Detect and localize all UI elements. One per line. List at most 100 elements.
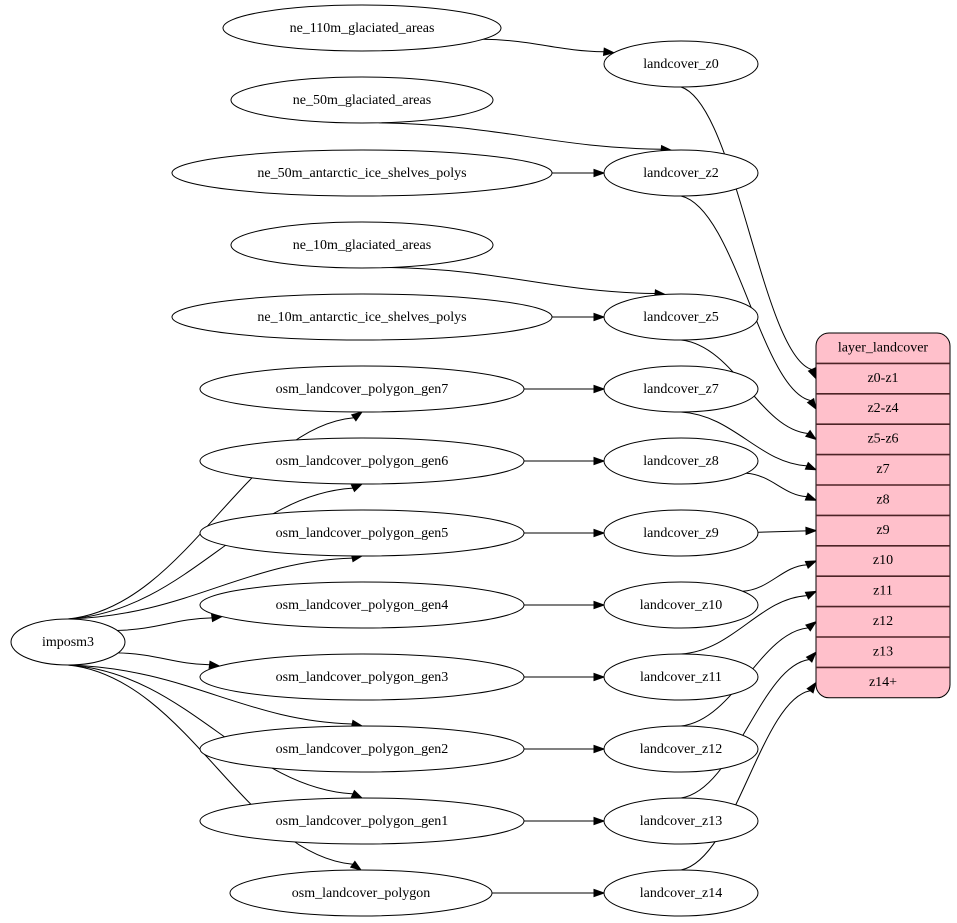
arrowhead-icon: [807, 367, 817, 380]
arrowhead-icon: [804, 461, 818, 471]
node-label-landcover_z10: landcover_z10: [640, 598, 722, 613]
node-shape-osm_landcover_polygon_gen3: [199, 653, 525, 701]
node-landcover_z11[interactable]: landcover_z11: [603, 653, 759, 701]
node-landcover_z5[interactable]: landcover_z5: [603, 293, 759, 341]
edge-imposm3-to-osm_landcover_polygon_gen7: [67, 417, 354, 620]
node-label-landcover_z12: landcover_z12: [640, 742, 722, 757]
node-landcover_z10[interactable]: landcover_z10: [603, 581, 759, 629]
node-label-ne_50m_glaciated_areas: ne_50m_glaciated_areas: [293, 93, 431, 108]
edge-imposm3-to-osm_landcover_polygon_gen3: [118, 652, 210, 666]
node-ne_10m_glaciated_areas[interactable]: ne_10m_glaciated_areas: [230, 221, 494, 269]
record-row-z0-z1[interactable]: z0-z1: [867, 371, 898, 386]
node-osm_landcover_polygon_gen3[interactable]: osm_landcover_polygon_gen3: [199, 653, 525, 701]
record-row-z9[interactable]: z9: [876, 523, 889, 538]
node-shape-imposm3: [10, 618, 126, 666]
node-osm_landcover_polygon_gen6[interactable]: osm_landcover_polygon_gen6: [199, 437, 525, 485]
edge-landcover_z13-to-z13: [680, 659, 810, 799]
node-ne_50m_glaciated_areas[interactable]: ne_50m_glaciated_areas: [230, 76, 494, 124]
record-row-z12[interactable]: z12: [873, 614, 893, 629]
record-row-z5-z6[interactable]: z5-z6: [867, 432, 898, 447]
node-shape-ne_10m_antarctic_ice_shelves_polys: [171, 293, 553, 341]
node-osm_landcover_polygon_gen1[interactable]: osm_landcover_polygon_gen1: [199, 797, 525, 845]
arrowhead-icon: [349, 860, 363, 871]
node-osm_landcover_polygon_gen5[interactable]: osm_landcover_polygon_gen5: [199, 509, 525, 557]
node-ne_110m_glaciated_areas[interactable]: ne_110m_glaciated_areas: [222, 4, 502, 52]
arrowhead-icon: [804, 492, 818, 501]
node-osm_landcover_polygon_gen2[interactable]: osm_landcover_polygon_gen2: [199, 725, 525, 773]
node-shape-osm_landcover_polygon_gen7: [199, 365, 525, 413]
node-label-osm_landcover_polygon: osm_landcover_polygon: [292, 886, 430, 901]
arrowhead-icon: [805, 651, 818, 663]
node-label-imposm3: imposm3: [42, 635, 94, 650]
node-label-landcover_z0: landcover_z0: [643, 57, 718, 72]
node-landcover_z14[interactable]: landcover_z14: [603, 869, 759, 917]
node-osm_landcover_polygon[interactable]: osm_landcover_polygon: [229, 869, 493, 917]
node-label-landcover_z13: landcover_z13: [640, 814, 722, 829]
node-landcover_z9[interactable]: landcover_z9: [603, 509, 759, 557]
node-shape-ne_10m_glaciated_areas: [230, 221, 494, 269]
edge-landcover_z14-to-z14+: [680, 690, 811, 871]
record-row-z14+[interactable]: z14+: [869, 675, 897, 690]
edge-layer: [67, 38, 818, 898]
edge-landcover_z7-to-z7: [680, 411, 807, 467]
record-row-z8[interactable]: z8: [876, 492, 889, 507]
edge-imposm3-to-osm_landcover_polygon_gen1: [67, 664, 353, 795]
node-label-ne_110m_glaciated_areas: ne_110m_glaciated_areas: [290, 21, 435, 36]
record-row-z11[interactable]: z11: [873, 584, 893, 599]
edge-landcover_z8-to-z8: [746, 472, 807, 498]
node-label-osm_landcover_polygon_gen6: osm_landcover_polygon_gen6: [276, 454, 449, 469]
node-osm_landcover_polygon_gen4[interactable]: osm_landcover_polygon_gen4: [199, 581, 525, 629]
node-label-osm_landcover_polygon_gen1: osm_landcover_polygon_gen1: [276, 814, 449, 829]
node-shape-landcover_z11: [603, 653, 759, 701]
node-label-landcover_z8: landcover_z8: [643, 454, 718, 469]
node-label-landcover_z14: landcover_z14: [640, 886, 722, 901]
node-landcover_z2[interactable]: landcover_z2: [603, 149, 759, 197]
node-shape-landcover_z2: [603, 149, 759, 197]
arrowhead-icon: [593, 672, 606, 682]
record-row-z2-z4[interactable]: z2-z4: [867, 401, 898, 416]
node-imposm3[interactable]: imposm3: [10, 618, 126, 666]
node-label-landcover_z7: landcover_z7: [643, 382, 718, 397]
node-shape-landcover_z13: [603, 797, 759, 845]
node-shape-landcover_z9: [603, 509, 759, 557]
node-label-landcover_z11: landcover_z11: [640, 670, 722, 685]
node-label-osm_landcover_polygon_gen2: osm_landcover_polygon_gen2: [276, 742, 449, 757]
node-landcover_z7[interactable]: landcover_z7: [603, 365, 759, 413]
node-label-ne_10m_glaciated_areas: ne_10m_glaciated_areas: [293, 238, 431, 253]
node-shape-landcover_z8: [603, 437, 759, 485]
node-shape-ne_110m_glaciated_areas: [222, 4, 502, 52]
node-landcover_z0[interactable]: landcover_z0: [603, 40, 759, 88]
node-shape-osm_landcover_polygon_gen6: [199, 437, 525, 485]
record-row-z10[interactable]: z10: [873, 553, 893, 568]
node-shape-osm_landcover_polygon_gen5: [199, 509, 525, 557]
record-node-layer: layer_landcoverz0-z1z2-z4z5-z6z7z8z9z10z…: [815, 332, 951, 699]
node-ne_10m_antarctic_ice_shelves_polys[interactable]: ne_10m_antarctic_ice_shelves_polys: [171, 293, 553, 341]
node-label-osm_landcover_polygon_gen5: osm_landcover_polygon_gen5: [276, 526, 449, 541]
arrowhead-icon: [804, 429, 818, 441]
arrowhead-icon: [805, 526, 818, 536]
node-shape-landcover_z7: [603, 365, 759, 413]
node-landcover_z8[interactable]: landcover_z8: [603, 437, 759, 485]
node-osm_landcover_polygon_gen7[interactable]: osm_landcover_polygon_gen7: [199, 365, 525, 413]
arrowhead-icon: [804, 590, 818, 600]
edge-imposm3-to-osm_landcover_polygon_gen4: [117, 617, 213, 631]
node-shape-landcover_z10: [603, 581, 759, 629]
record-row-z13[interactable]: z13: [873, 644, 893, 659]
node-shape-ne_50m_glaciated_areas: [230, 76, 494, 124]
edge-landcover_z0-to-z0-z1: [680, 86, 812, 371]
node-shape-landcover_z5: [603, 293, 759, 341]
node-ne_50m_antarctic_ice_shelves_polys[interactable]: ne_50m_antarctic_ice_shelves_polys: [171, 149, 553, 197]
arrowhead-icon: [593, 456, 606, 466]
node-landcover_z13[interactable]: landcover_z13: [603, 797, 759, 845]
record-row-z7[interactable]: z7: [876, 462, 889, 477]
edge-landcover_z9-to-z9: [757, 530, 807, 533]
arrowhead-icon: [350, 483, 364, 493]
node-label-osm_landcover_polygon_gen4: osm_landcover_polygon_gen4: [276, 598, 449, 613]
arrowhead-icon: [350, 789, 364, 799]
edge-landcover_z2-to-z2-z4: [680, 195, 811, 402]
node-landcover_z12[interactable]: landcover_z12: [603, 725, 759, 773]
edge-landcover_z11-to-z11: [680, 595, 807, 655]
node-shape-ne_50m_antarctic_ice_shelves_polys: [171, 149, 553, 197]
